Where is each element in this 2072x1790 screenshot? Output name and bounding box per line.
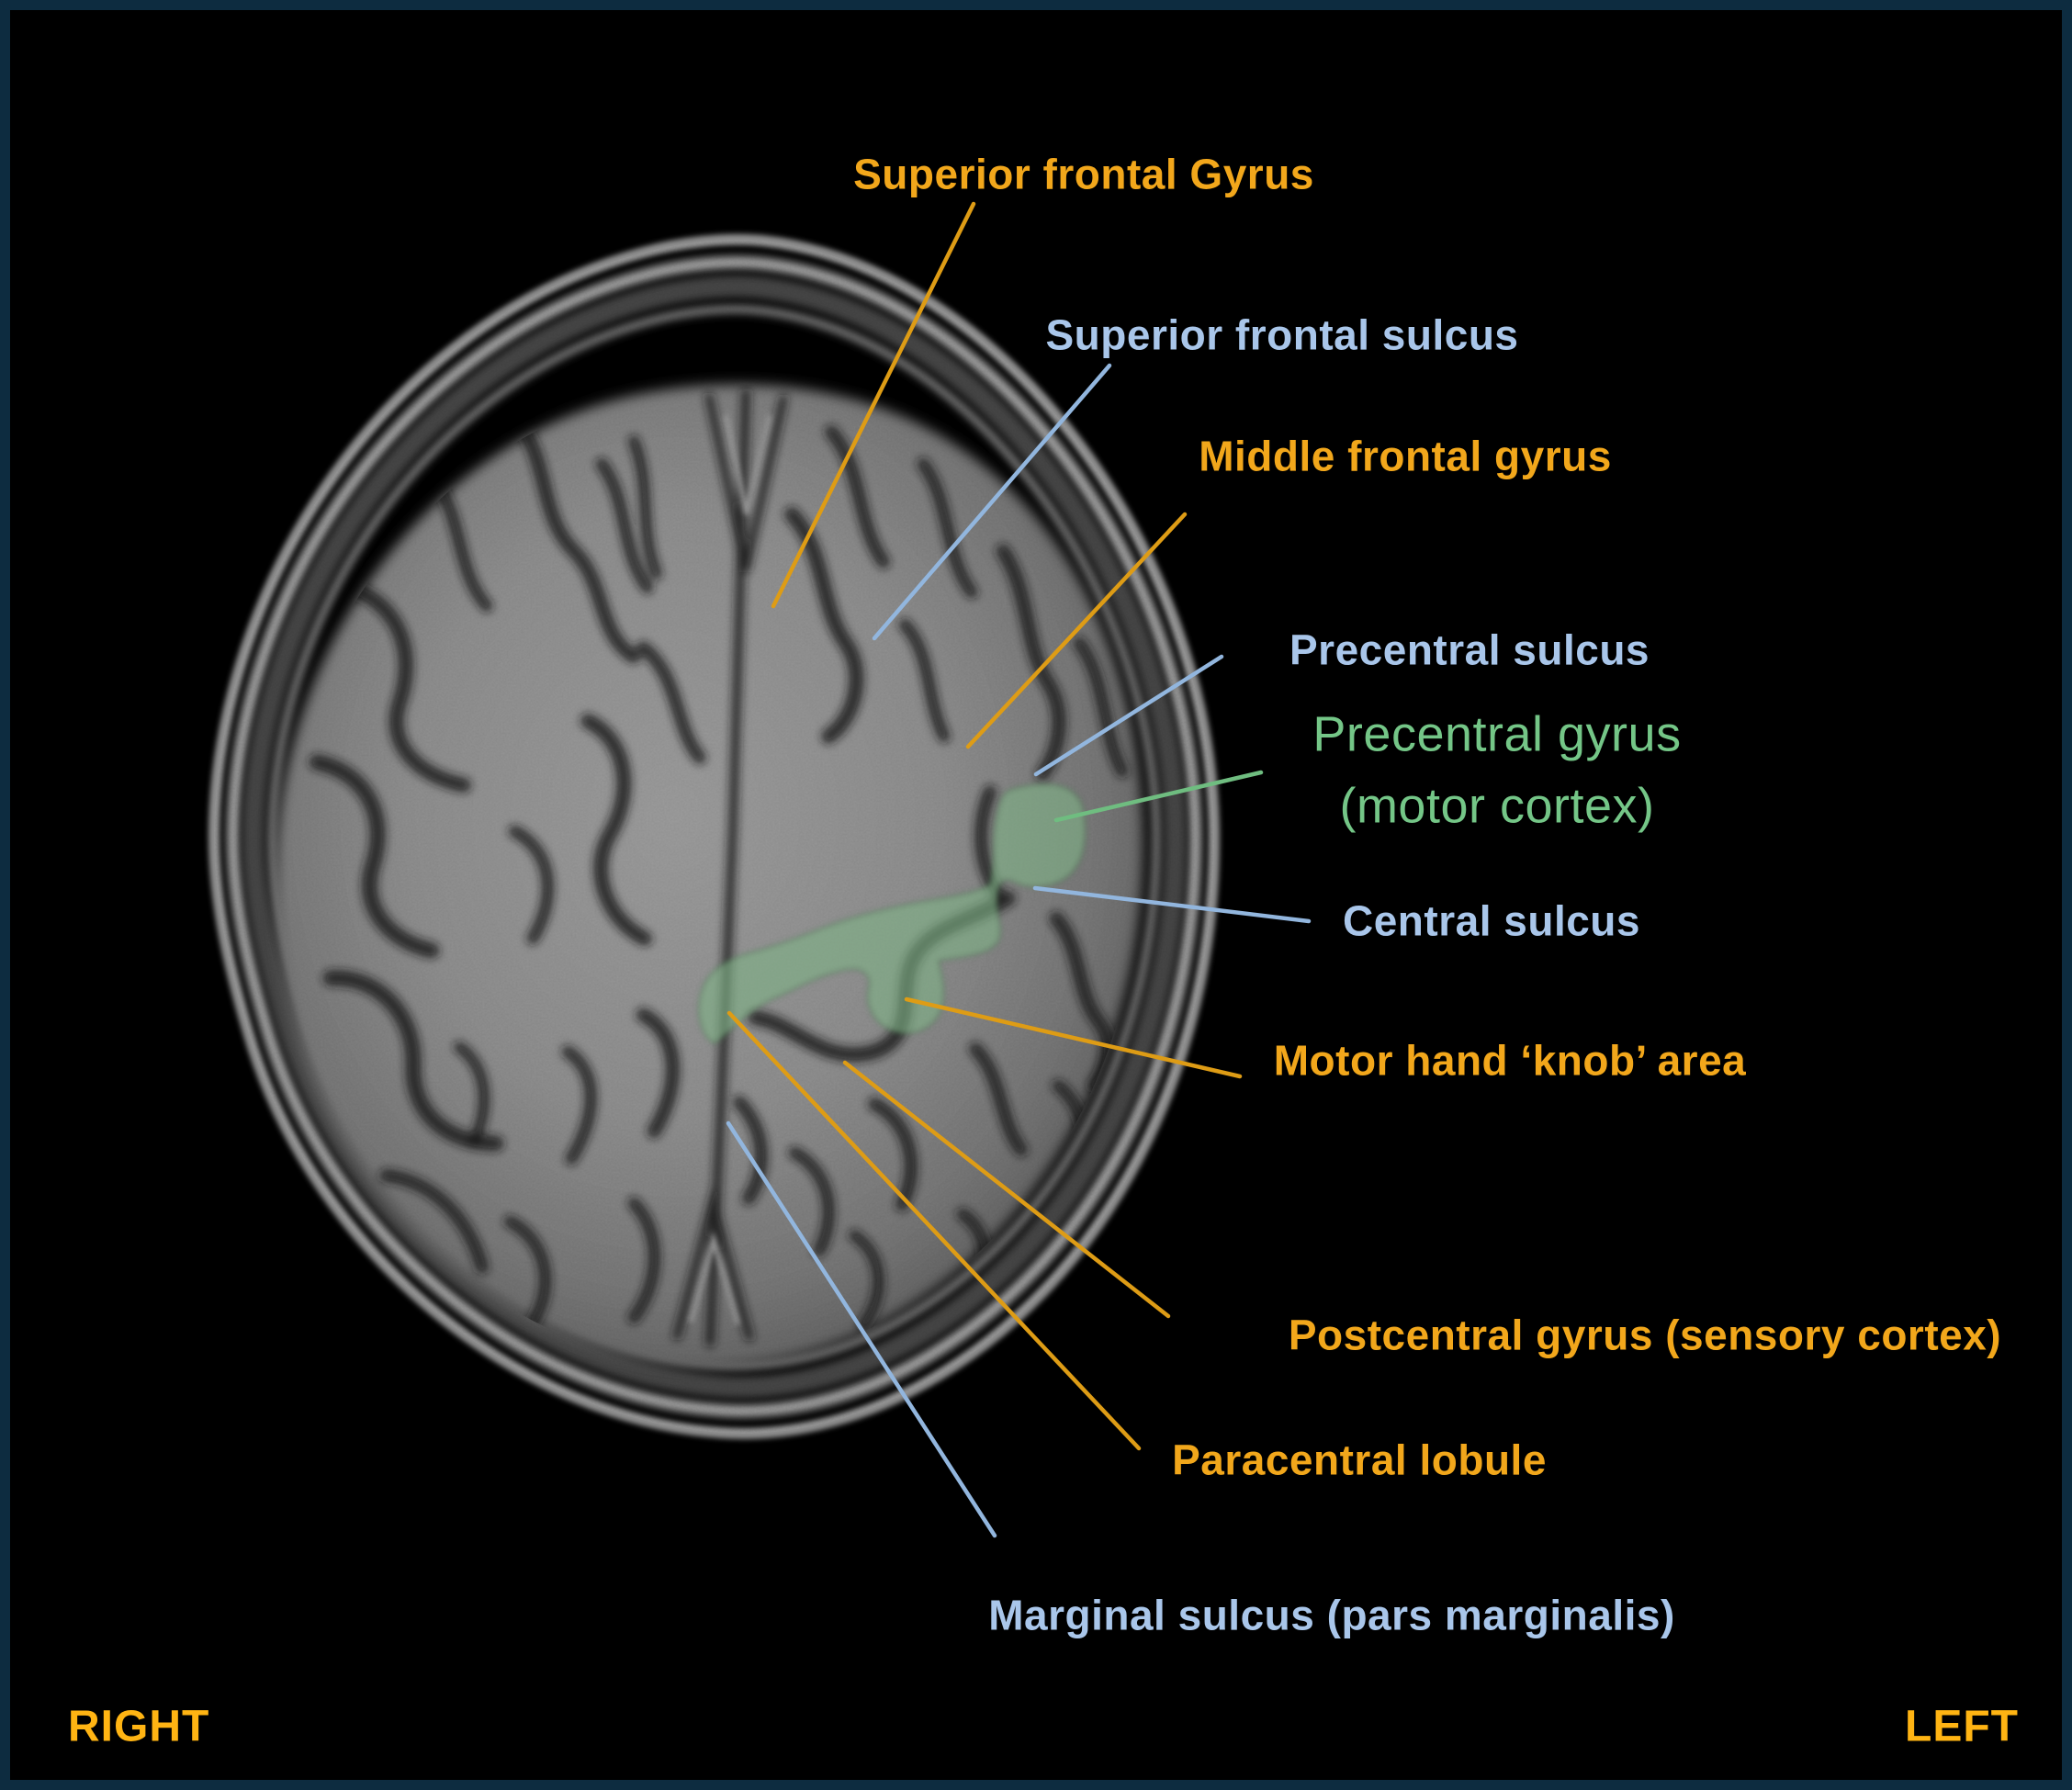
label-precentral-gyrus-line1: Precentral gyrus	[1312, 706, 1682, 762]
leader-line-precentral-gyrus	[1053, 770, 1264, 823]
leader-line-superior-frontal-gyrus	[771, 201, 976, 609]
leader-line-paracentral-lobule	[726, 1010, 1142, 1451]
leader-line-superior-frontal-sulcus	[872, 363, 1112, 641]
label-postcentral-gyrus: Postcentral gyrus (sensory cortex)	[1288, 1311, 2002, 1359]
label-middle-frontal-gyrus: Middle frontal gyrus	[1199, 432, 1612, 480]
leader-line-motor-hand-knob	[904, 996, 1243, 1079]
label-precentral-gyrus-line2: (motor cortex)	[1339, 779, 1655, 834]
label-motor-hand-knob: Motor hand ‘knob’ area	[1273, 1036, 1747, 1085]
label-precentral-gyrus: Precentral gyrus (motor cortex)	[1312, 699, 1681, 843]
leader-line-middle-frontal-gyrus	[965, 512, 1188, 749]
leader-line-marginal-sulcus	[726, 1120, 997, 1538]
label-central-sulcus: Central sulcus	[1343, 896, 1640, 945]
label-paracentral-lobule: Paracentral lobule	[1172, 1435, 1547, 1484]
label-superior-frontal-gyrus: Superior frontal Gyrus	[853, 150, 1314, 198]
leader-line-precentral-sulcus	[1033, 654, 1224, 777]
leader-lines	[726, 201, 1312, 1538]
label-superior-frontal-sulcus: Superior frontal sulcus	[1045, 310, 1519, 359]
label-precentral-sulcus: Precentral sulcus	[1289, 625, 1650, 674]
leader-line-central-sulcus	[1032, 885, 1312, 924]
label-marginal-sulcus: Marginal sulcus (pars marginalis)	[988, 1591, 1675, 1639]
leader-line-postcentral-gyrus	[842, 1060, 1171, 1319]
precentral-gyrus-highlight-region	[697, 782, 1087, 1045]
orientation-left-marker: LEFT	[1905, 1702, 2019, 1751]
orientation-right-marker: RIGHT	[68, 1702, 210, 1751]
